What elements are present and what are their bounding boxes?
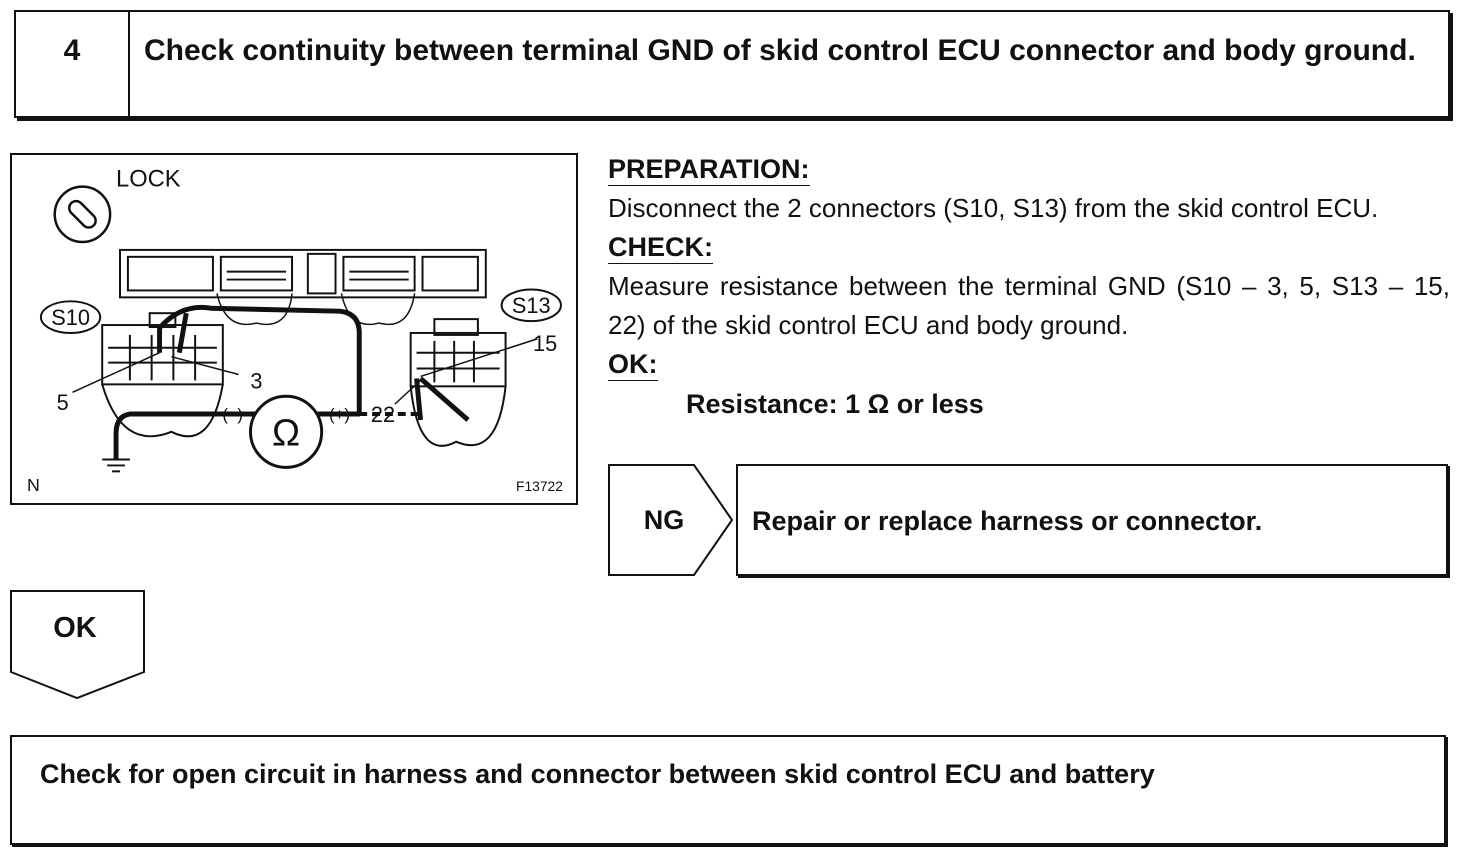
instruction-text: PREPARATION: Disconnect the 2 connectors… bbox=[608, 150, 1450, 424]
ecu-icon bbox=[119, 248, 487, 299]
pin-15-label: 15 bbox=[533, 331, 557, 356]
ok-branch-label: OK bbox=[53, 612, 97, 644]
corner-code: N bbox=[27, 475, 40, 495]
ground-icon bbox=[102, 458, 130, 473]
step-number: 4 bbox=[16, 12, 130, 116]
wiring-diagram: LOCK bbox=[10, 153, 578, 505]
preparation-heading: PREPARATION: bbox=[608, 154, 810, 186]
ignition-lock-icon bbox=[53, 185, 112, 244]
ng-label: NG bbox=[643, 504, 685, 535]
probe-negative-label: (–) bbox=[222, 405, 243, 424]
s10-label: S10 bbox=[51, 305, 90, 330]
preparation-text: Disconnect the 2 connectors (S10, S13) f… bbox=[608, 193, 1379, 223]
check-heading: CHECK: bbox=[608, 232, 713, 264]
ohmmeter-icon bbox=[249, 394, 324, 469]
ng-result: Repair or replace harness or connector. bbox=[736, 464, 1448, 576]
step-title: Check continuity between terminal GND of… bbox=[144, 34, 1416, 67]
connector-s13-icon bbox=[409, 318, 507, 447]
s13-label: S13 bbox=[512, 293, 551, 318]
ok-heading: OK: bbox=[608, 349, 658, 381]
next-step: Check for open circuit in harness and co… bbox=[10, 735, 1446, 845]
ng-arrow-icon bbox=[608, 464, 734, 576]
lock-label: LOCK bbox=[116, 167, 181, 193]
probe-positive-label: (+) bbox=[329, 405, 350, 424]
ok-spec: Resistance: 1 Ω or less bbox=[686, 389, 984, 419]
diagram-svg: LOCK bbox=[27, 167, 563, 496]
pin-3-label: 3 bbox=[250, 368, 262, 393]
pin-5-label: 5 bbox=[57, 390, 69, 415]
s10-badge bbox=[39, 300, 102, 334]
ohm-symbol: Ω bbox=[272, 412, 300, 454]
check-text: Measure resistance between the terminal … bbox=[608, 271, 1450, 340]
s13-badge bbox=[500, 288, 562, 323]
pin-22-label: 22 bbox=[371, 402, 395, 427]
step-header: 4 Check continuity between terminal GND … bbox=[14, 10, 1450, 118]
figure-id: F13722 bbox=[516, 478, 563, 494]
ok-arrow-icon bbox=[10, 590, 145, 700]
